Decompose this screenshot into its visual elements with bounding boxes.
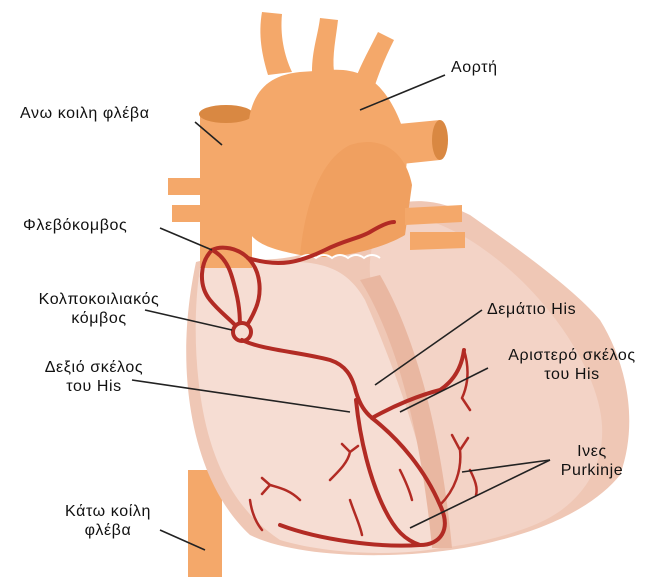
label-his-bundle-text: Δεμάτιο His (487, 300, 576, 319)
label-sa-node-text: Φλεβόκομβος (23, 216, 127, 235)
label-av-node-line2: κόμβος (10, 309, 188, 328)
label-av-node-line1: Κολποκοιλιακός (10, 290, 188, 309)
pulmonary-vein-left-2 (172, 205, 205, 222)
label-purkinje-line2: Purkinje (552, 461, 632, 480)
label-his-bundle: Δεμάτιο His (487, 300, 576, 319)
label-right-branch-line2: του His (28, 377, 160, 396)
pulmonary-vessel-right-2 (410, 232, 465, 250)
label-aorta: Αορτή (451, 58, 498, 77)
label-left-branch: Αριστερό σκέλος του His (490, 346, 654, 384)
svc-opening (199, 105, 253, 123)
label-ivc-line1: Κάτω κοίλη (44, 502, 172, 521)
label-left-branch-line1: Αριστερό σκέλος (490, 346, 654, 365)
label-ivc-line2: φλέβα (44, 521, 172, 540)
label-right-branch: Δεξιό σκέλος του His (28, 358, 160, 396)
label-svc-text: Ανω κοιλη φλέβα (20, 104, 150, 123)
label-av-node: Κολποκοιλιακός κόμβος (10, 290, 188, 328)
pulmonary-vessel-right-1 (405, 205, 462, 225)
label-right-branch-line1: Δεξιό σκέλος (28, 358, 160, 377)
aorta-side-opening (432, 120, 448, 160)
pulmonary-vein-left-1 (168, 178, 205, 195)
aortic-branch-1 (260, 12, 292, 75)
label-aorta-text: Αορτή (451, 58, 498, 77)
label-sa-node: Φλεβόκομβος (23, 216, 127, 235)
superior-vena-cava (200, 108, 252, 268)
label-purkinje-line1: Ινες (552, 442, 632, 461)
label-svc: Ανω κοιλη φλέβα (20, 104, 150, 123)
aortic-branch-2 (312, 18, 338, 72)
label-purkinje: Ινες Purkinje (552, 442, 632, 480)
label-left-branch-line2: του His (490, 365, 654, 384)
label-ivc: Κάτω κοίλη φλέβα (44, 502, 172, 540)
aortic-branch-3 (355, 32, 394, 88)
